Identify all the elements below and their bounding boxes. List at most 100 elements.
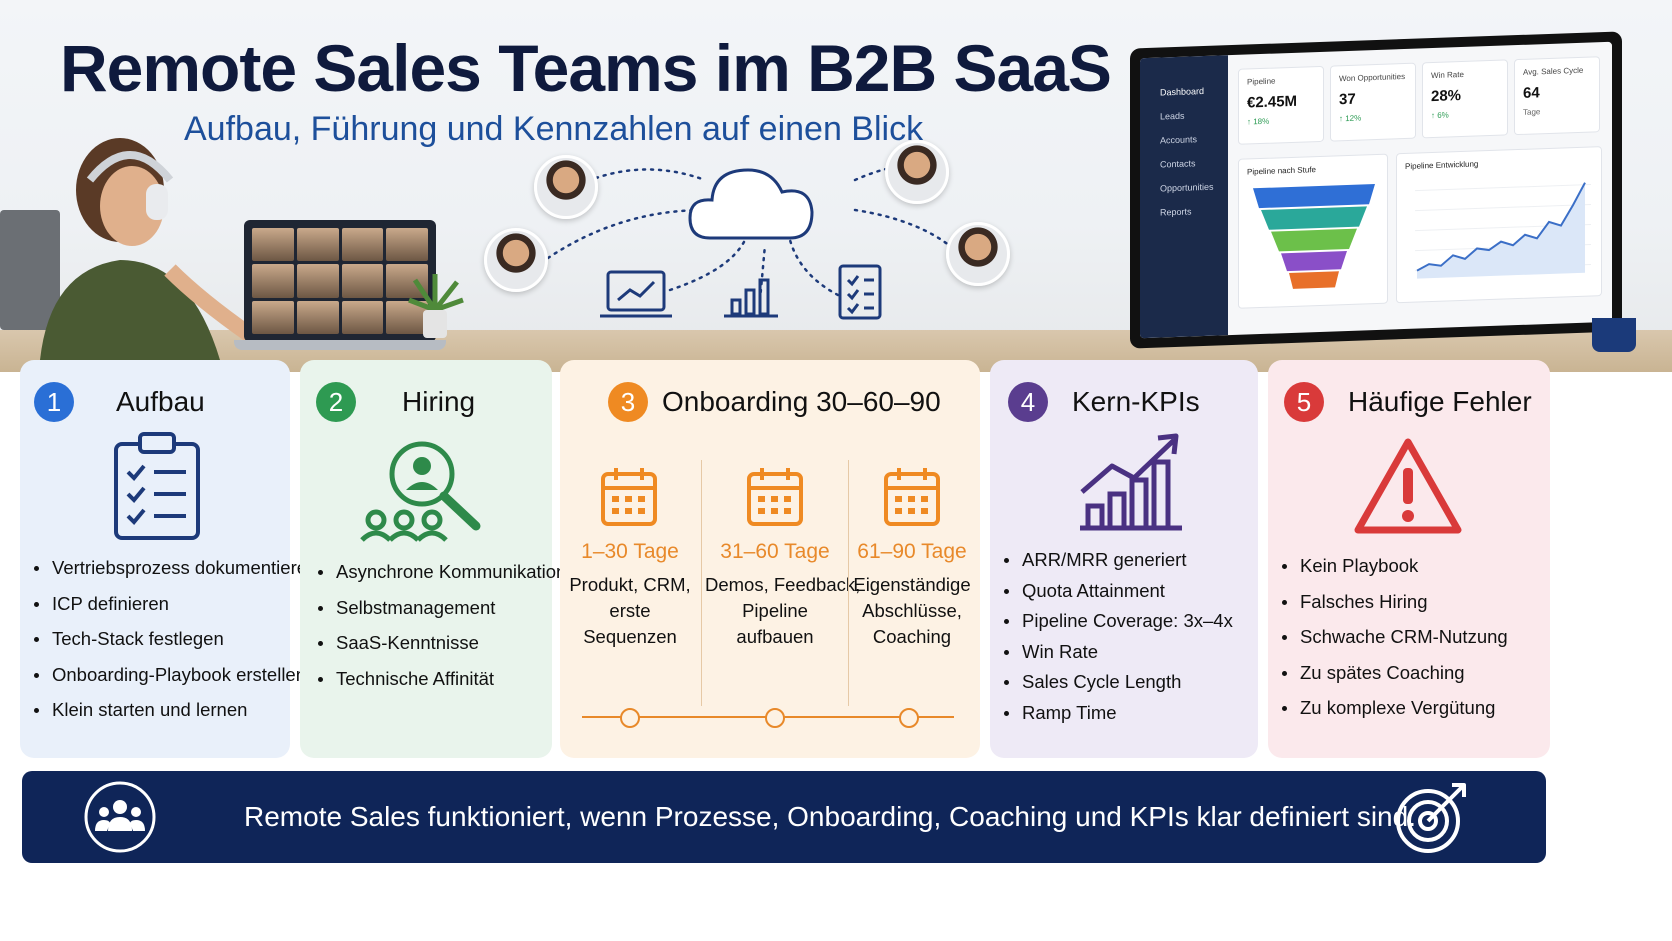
list-item: Asynchrone Kommunikation [318, 562, 566, 598]
plant-illustration [408, 274, 464, 338]
kpi-value: 28% [1431, 87, 1462, 106]
phase-title: 1–30 Tage [581, 540, 679, 563]
page-title: Remote Sales Teams im B2B SaaS [60, 31, 1112, 105]
coffee-mug [1592, 318, 1636, 352]
sidebar-item-contacts[interactable]: Contacts [1160, 158, 1196, 170]
card-list: Kein Playbook Falsches Hiring Schwache C… [1282, 556, 1508, 734]
woman-with-headset-illustration [40, 138, 255, 360]
card-hiring: 2 Hiring Asynchrone Kommunikation Selbst… [300, 360, 566, 758]
kpi-delta: ↑ 6% [1431, 110, 1449, 121]
list-item: Falsches Hiring [1282, 591, 1508, 628]
card-title: Aufbau [116, 386, 205, 417]
kpi-value: 37 [1339, 90, 1356, 109]
kpi-card-winrate: Win Rate 28% ↑ 6% [1422, 59, 1508, 139]
target-icon [1396, 783, 1466, 853]
bar-chart-icon [724, 278, 778, 318]
calendar-icon [884, 468, 940, 526]
list-item: ICP definieren [34, 593, 317, 630]
kpi-label: Avg. Sales Cycle [1523, 65, 1584, 77]
list-item: Quota Attainment [1004, 580, 1233, 612]
list-item: Selbstmanagement [318, 597, 566, 634]
avatar [484, 228, 548, 292]
summary-footer: Remote Sales funktioniert, wenn Prozesse… [22, 771, 1546, 863]
list-item: Zu komplexe Vergütung [1282, 698, 1508, 734]
kpi-label: Won Opportunities [1339, 71, 1406, 84]
step-badge: 2 [316, 382, 356, 422]
kpi-value: 64 [1523, 84, 1540, 102]
summary-text: Remote Sales funktioniert, wenn Prozesse… [244, 801, 1416, 832]
phase-title: 61–90 Tage [857, 540, 967, 563]
step-badge: 1 [34, 382, 74, 422]
card-title: Onboarding 30–60–90 [662, 386, 941, 417]
growth-chart-icon [1080, 433, 1182, 531]
monitor-dashboard: Dashboard Leads Accounts Contacts Opport… [1130, 31, 1622, 349]
card-title: Häufige Fehler [1348, 386, 1532, 417]
list-item: ARR/MRR generiert [1004, 550, 1233, 581]
kpi-delta: ↑ 12% [1339, 113, 1362, 124]
timeline-dot [620, 708, 640, 728]
dashboard-sidebar: Dashboard Leads Accounts Contacts Opport… [1140, 55, 1228, 339]
card-aufbau: 1 Aufbau Vertriebsprozess dokumentieren … [20, 360, 317, 758]
kpi-card-cycle: Avg. Sales Cycle 64 Tage [1514, 56, 1600, 136]
sidebar-item-reports[interactable]: Reports [1160, 206, 1192, 218]
calendar-icon [747, 468, 803, 526]
list-item: Ramp Time [1004, 702, 1233, 734]
video-grid [244, 220, 436, 342]
laptop-video-call [234, 220, 446, 352]
kpi-label: Pipeline [1247, 76, 1276, 87]
clipboard-checklist-icon [114, 432, 200, 540]
list-item: Kein Playbook [1282, 556, 1508, 592]
avatar [885, 140, 949, 204]
sidebar-item-accounts[interactable]: Accounts [1160, 134, 1198, 146]
avatar [534, 155, 598, 219]
card-title: Hiring [402, 386, 476, 417]
phase-title: 31–60 Tage [720, 540, 830, 563]
background-shelf [0, 210, 60, 330]
trend-panel: Pipeline Entwicklung [1396, 146, 1602, 304]
candidate-search-icon [360, 441, 481, 542]
timeline-dot [899, 708, 919, 728]
sidebar-item-opportunities[interactable]: Opportunities [1160, 181, 1214, 194]
checklist-icon [838, 264, 882, 320]
warning-icon [1354, 438, 1462, 534]
list-item: Klein starten und lernen [34, 700, 317, 736]
avatar [946, 222, 1010, 286]
list-item: Pipeline Coverage: 3x–4x [1004, 611, 1233, 642]
step-badge: 3 [608, 382, 648, 422]
kpi-value: €2.45M [1247, 92, 1298, 112]
list-item: Technische Affinität [318, 668, 566, 705]
funnel-chart [1253, 184, 1375, 289]
kpi-unit: Tage [1523, 107, 1541, 117]
card-onboarding: 3 Onboarding 30–60–90 1–30 Tage Produkt,… [560, 360, 980, 758]
card-list: Vertriebsprozess dokumentieren ICP defin… [34, 558, 317, 736]
list-item: Onboarding-Playbook erstellen [34, 664, 317, 701]
list-item: Zu spätes Coaching [1282, 662, 1508, 699]
sidebar-item-leads[interactable]: Leads [1160, 110, 1185, 122]
list-item: SaaS-Kenntnisse [318, 633, 566, 669]
page-subtitle: Aufbau, Führung und Kennzahlen auf einen… [184, 110, 924, 148]
list-item: Win Rate [1004, 641, 1233, 673]
trend-chart [1415, 182, 1591, 279]
laptop-base [234, 340, 446, 350]
laptop-chart-icon [600, 270, 672, 318]
calendar-icon [601, 468, 657, 526]
list-item: Vertriebsprozess dokumentieren [34, 558, 317, 594]
phase-divider [848, 460, 849, 706]
kpi-label: Win Rate [1431, 69, 1464, 81]
sidebar-item-dashboard[interactable]: Dashboard [1160, 86, 1205, 98]
dashboard-screen: Dashboard Leads Accounts Contacts Opport… [1140, 41, 1612, 339]
step-badge: 5 [1284, 382, 1324, 422]
kpi-delta: ↑ 18% [1247, 116, 1270, 127]
hero-banner: Remote Sales Teams im B2B SaaS Aufbau, F… [0, 0, 1672, 372]
list-item: Schwache CRM-Nutzung [1282, 627, 1508, 663]
funnel-panel: Pipeline nach Stufe [1238, 153, 1388, 309]
list-item: Sales Cycle Length [1004, 672, 1233, 703]
kpi-card-pipeline: Pipeline €2.45M ↑ 18% [1238, 65, 1324, 145]
